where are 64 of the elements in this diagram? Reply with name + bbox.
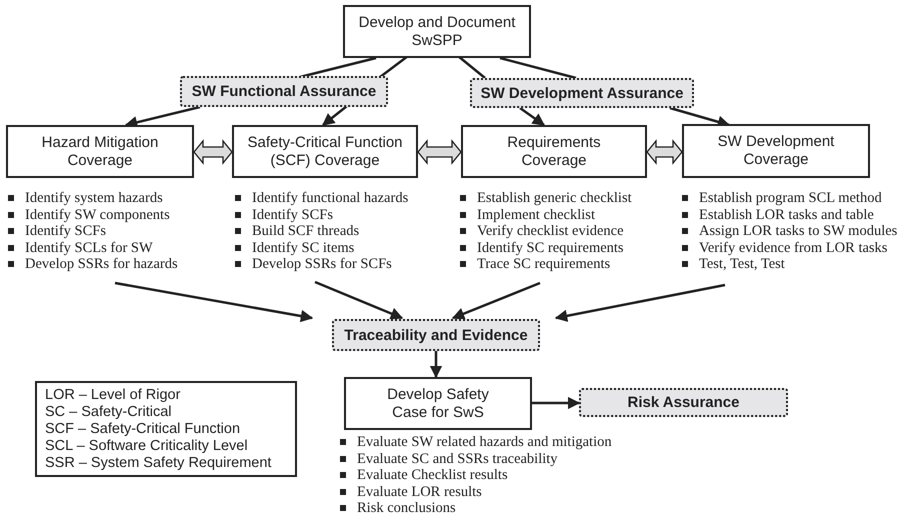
bullet-item: Identify functional hazards (235, 190, 408, 207)
box-label: Develop Safety Case for SwS (386, 386, 490, 422)
bullet-item: Identify SCLs for SW (8, 240, 178, 256)
bullet-item: Evaluate Checklist results (340, 467, 612, 484)
abbreviation-box (35, 381, 297, 477)
bullet-item: Risk conclusions (340, 500, 612, 517)
bullet-item: Build SCF threads (235, 223, 408, 240)
process-box (461, 125, 647, 178)
arrow (532, 396, 580, 410)
process-box (6, 125, 194, 178)
bullet-item: Trace SC requirements (460, 256, 632, 273)
process-box (682, 124, 870, 178)
connector-line (500, 56, 576, 80)
abbreviation-text: SCL – Software Criticality Level (45, 438, 248, 454)
abbreviation-text: LOR – Level of Rigor (45, 386, 180, 404)
bullet-item: Verify checklist evidence (460, 223, 632, 240)
bullet-item: Assign LOR tasks to SW modules (682, 223, 898, 240)
assurance-box (579, 388, 788, 417)
bullet-item: Develop SSRs for hazards (8, 256, 178, 273)
assurance-box (470, 78, 694, 108)
process-box (232, 125, 418, 178)
double-block-arrow (646, 139, 683, 165)
assurance-box (332, 319, 540, 351)
arrow (554, 284, 726, 322)
assurance-box (180, 76, 388, 107)
process-box (344, 377, 532, 430)
bullet-item: Evaluate LOR results (340, 484, 612, 500)
bullet-item: Identify SCFs (8, 223, 178, 240)
box-label: Risk Assurance (627, 394, 740, 411)
abbreviation-text: SC – Safety-Critical (45, 404, 172, 420)
arrow (452, 282, 540, 320)
bullet-item: Implement checklist (460, 206, 632, 224)
arrow (314, 280, 404, 320)
process-box (343, 5, 531, 58)
bullet-item: Develop SSRs for SCFs (235, 256, 408, 273)
arrow (519, 106, 546, 126)
box-label: Develop and Document SwSPP (358, 14, 516, 50)
double-block-arrow (417, 139, 462, 165)
bullet-item: Identify SW components (8, 206, 178, 224)
arrow (114, 282, 314, 322)
bullet-item: Establish program SCL method (682, 190, 898, 207)
box-label: Traceability and Evidence (344, 326, 528, 344)
bullet-item: Establish LOR tasks and table (682, 206, 898, 224)
bullet-item: Verify evidence from LOR tasks (682, 240, 898, 256)
bullet-item: Identify SCFs (235, 206, 408, 224)
bullet-item: Evaluate SW related hazards and mitigation (340, 434, 612, 451)
connector-line (300, 56, 376, 78)
box-label: SW Development Coverage (716, 133, 836, 169)
bullet-item: Identify SC requirements (460, 240, 632, 256)
abbreviation-text: SSR – System Safety Requirement (45, 454, 272, 472)
box-label: SW Functional Assurance (192, 83, 376, 100)
double-block-arrow (193, 139, 233, 165)
bullet-item: Identify SC items (235, 240, 408, 256)
arrow (430, 351, 442, 378)
abbreviation-text: SCF – Safety-Critical Function (45, 420, 240, 438)
box-label: SW Development Assurance (480, 84, 684, 102)
bullet-item: Identify system hazards (8, 190, 178, 207)
box-label: Safety-Critical Function (SCF) Coverage (246, 134, 404, 170)
arrow (322, 105, 348, 126)
bullet-item: Test, Test, Test (682, 256, 898, 273)
bullet-item: Evaluate SC and SSRs traceability (340, 450, 612, 468)
box-label: Requirements Coverage (506, 134, 602, 170)
box-label: Hazard Mitigation Coverage (40, 134, 160, 170)
bullet-item: Establish generic checklist (460, 190, 632, 207)
